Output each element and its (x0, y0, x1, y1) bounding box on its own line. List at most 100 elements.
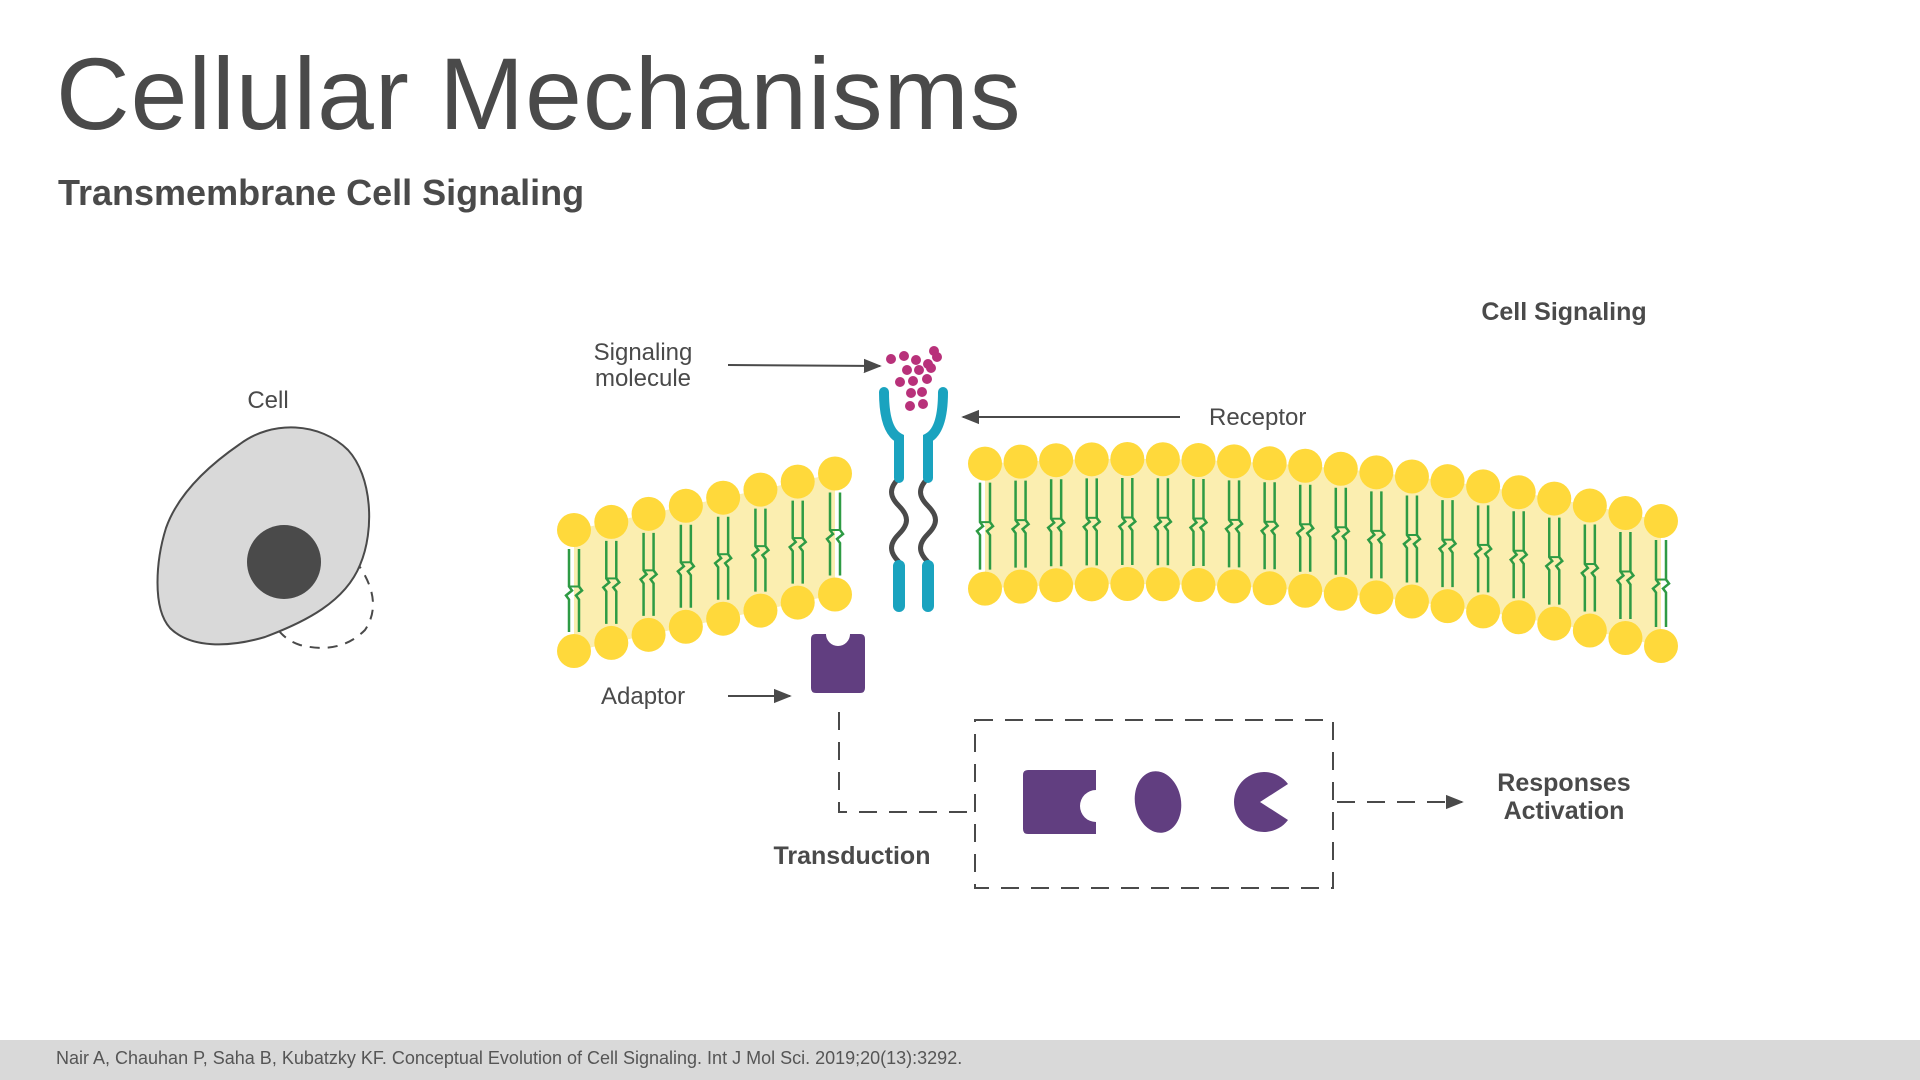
lipid-tail (1615, 531, 1626, 619)
lipid-head (1644, 504, 1678, 539)
lipid-tail (1437, 500, 1448, 588)
lipid-head (594, 625, 629, 660)
slide-subtitle: Transmembrane Cell Signaling (58, 172, 585, 213)
signaling-molecule-dot (922, 374, 932, 384)
lipid-head (1074, 442, 1109, 477)
lipid-head (1359, 455, 1394, 490)
lipid-head (706, 480, 741, 515)
lipid-head (557, 634, 591, 668)
lipid-head (1039, 568, 1074, 603)
receptor (879, 387, 948, 612)
lipid-head (818, 456, 852, 491)
cell-extension-outline (267, 559, 374, 649)
lipid-head (1466, 594, 1501, 629)
lipid-tail (1625, 531, 1636, 619)
responses-label-line1: Responses (1497, 769, 1630, 797)
lipid-tail (1376, 491, 1387, 579)
lipid-head (780, 464, 815, 499)
lipid-tail (1412, 495, 1422, 583)
signaling-molecule-dot (906, 388, 916, 398)
lipid-head (1181, 443, 1216, 478)
lipid-head (1252, 446, 1287, 481)
lipid-head (1466, 469, 1501, 504)
cell-signaling-heading: Cell Signaling (1481, 298, 1646, 326)
lipid-tail (760, 508, 771, 592)
lipid-tail (1198, 479, 1209, 567)
lipid-head (706, 601, 741, 636)
lipid-tail (574, 549, 584, 632)
lipid-tail (1554, 517, 1564, 605)
lipid-head (1394, 584, 1429, 619)
lipid-tail (1046, 479, 1056, 567)
lipid-tail (1010, 480, 1021, 568)
signaling-molecule-dot (905, 401, 915, 411)
lipid-tail (1590, 524, 1600, 612)
lipid-tail (1224, 480, 1234, 568)
transduction-label: Transduction (774, 842, 931, 870)
lipid-tail (1188, 479, 1199, 567)
lipid-tail (601, 540, 611, 624)
lipid-head (1537, 606, 1572, 641)
lipid-tail (1518, 511, 1529, 599)
lipid-tail (1305, 484, 1315, 572)
lipid-tail (1402, 495, 1412, 583)
lipid-head (1501, 475, 1536, 510)
lipid-tail (1234, 480, 1244, 568)
lipid-head (668, 609, 703, 644)
lipid-head (1608, 620, 1643, 655)
lipid-head (1110, 567, 1145, 602)
lipid-head (1217, 569, 1252, 604)
lipid-tail (1483, 505, 1493, 593)
signaling-molecule-dot (899, 351, 909, 361)
lipid-head (1323, 451, 1358, 486)
signaling-molecule-label-line2: molecule (595, 365, 691, 392)
footer-bar: Nair A, Chauhan P, Saha B, Kubatzky KF. … (0, 1040, 1920, 1080)
lipid-tail (798, 500, 808, 584)
signaling-molecule-dot (923, 359, 933, 369)
signaling-molecule-dot (902, 365, 912, 375)
transduction-connector (838, 712, 975, 813)
lipid-head (968, 571, 1002, 606)
cell-nucleus (247, 525, 321, 599)
lipid-tail (985, 482, 995, 570)
lipid-tail (713, 516, 723, 600)
lipid-tail (1544, 517, 1554, 605)
receptor-label: Receptor (1209, 404, 1306, 431)
lipid-tail (1117, 478, 1128, 566)
signaling-molecule-arrow (727, 358, 882, 374)
lipid-tail (1508, 511, 1519, 599)
lipid-head (594, 504, 629, 539)
lipid-tail (638, 532, 649, 616)
lipid-tail (1163, 478, 1173, 566)
cell-membrane (557, 442, 1678, 668)
signaling-molecule-dot (918, 399, 928, 409)
lipid-head (1181, 568, 1216, 603)
lipid-tail (835, 492, 845, 576)
lipid-tail (1153, 478, 1163, 566)
lipid-tail (1651, 540, 1661, 628)
lipid-head (1145, 567, 1180, 602)
lipid-head (743, 593, 778, 628)
lipid-tail (611, 540, 621, 624)
slide-title: Cellular Mechanisms (56, 37, 1022, 151)
receptor-arm-right (923, 387, 948, 483)
signaling-molecule-dot (911, 355, 921, 365)
lipid-head (1394, 459, 1429, 494)
lipid-head (743, 472, 778, 507)
lipid-tail (1056, 479, 1066, 567)
lipid-head (1145, 442, 1180, 477)
lipid-tail (686, 524, 696, 608)
cell-illustration: Cell (156, 387, 374, 649)
pathway-protein-oval (1134, 771, 1182, 833)
pathway-protein-square (1023, 770, 1096, 834)
lipid-head (1110, 442, 1145, 477)
lipid-head (1217, 444, 1252, 479)
lipid-tail (1331, 487, 1341, 575)
lipid-head (1608, 495, 1643, 530)
lipid-head (1572, 488, 1607, 523)
lipid-head (1430, 464, 1465, 499)
lipid-tail (676, 524, 686, 608)
lipid-head (557, 513, 591, 547)
membrane-left-band (574, 473, 835, 651)
lipid-tail (564, 549, 574, 632)
